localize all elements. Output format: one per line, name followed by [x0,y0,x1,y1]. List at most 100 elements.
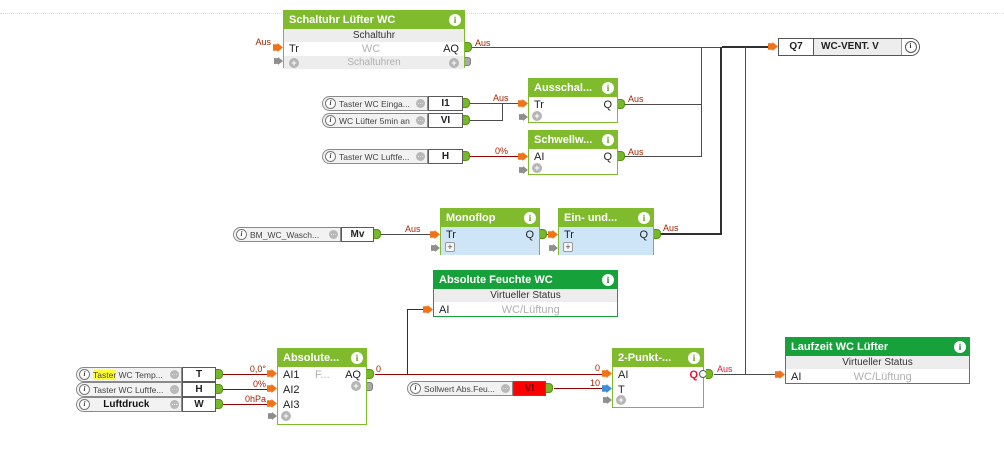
expand-pins-icon[interactable]: + [616,395,626,405]
output-connector[interactable] [618,99,625,109]
input-ref-pin[interactable]: VI [428,113,463,128]
output-connector[interactable] [463,98,470,108]
collapsed-input-connector[interactable] [268,412,277,420]
input-ref-sollwert-abs-feuchte[interactable]: i Sollwert Abs.Feu... … [407,381,513,396]
pin-ai[interactable]: AI [534,151,545,163]
output-connector[interactable] [216,369,223,379]
pin-ai2[interactable]: AI2 [283,383,300,396]
pin-ai1[interactable]: AI1 [283,368,300,381]
input-ref-taster-wc-luftfeuchte-2[interactable]: i Taster WC Luftfe... … [76,382,182,397]
ellipsis-icon[interactable]: … [501,384,510,393]
input-connector[interactable] [768,42,778,51]
output-connector[interactable] [374,229,381,239]
wire[interactable] [714,374,775,375]
input-connector[interactable] [775,370,785,379]
wire[interactable] [381,234,430,235]
expand-pins-icon[interactable]: + [532,163,542,173]
input-ref-bm-wc-wasch[interactable]: i BM_WC_Wasch... … [233,227,341,242]
block-2-punkt-regler[interactable]: 2-Punkt-... i AI Q T [612,348,704,408]
pin-q-active[interactable]: Q [689,368,698,381]
block-ausschaltverzoegerung[interactable]: Ausschal... i Tr Q [528,78,618,123]
input-ref-luftdruck[interactable]: i Luftdruck … [76,397,182,412]
pin-tr[interactable]: Tr [446,229,456,241]
input-ref-taster-wc-eingang[interactable]: i Taster WC Einga... … [322,96,428,111]
block-ein-und-ausschaltverzoegerung[interactable]: Ein- und... i Tr Q [558,208,654,255]
output-connector[interactable] [463,151,470,161]
collapsed-input-connector[interactable] [549,244,558,252]
wire-analog[interactable] [407,309,408,375]
expand-pins-icon[interactable]: + [563,242,573,252]
pin-tr[interactable]: Tr [289,43,299,55]
info-icon[interactable]: i [524,212,536,224]
input-ref-taster-wc-temperatur[interactable]: i Taster WC Temp... … [76,367,182,382]
ellipsis-icon[interactable]: … [416,99,425,108]
collapsed-input-connector[interactable] [274,57,283,65]
ellipsis-icon[interactable]: … [170,370,179,379]
input-ref-pin[interactable]: I1 [428,96,463,111]
wire[interactable] [701,47,702,157]
ellipsis-icon[interactable]: … [170,400,179,409]
wire-analog[interactable] [223,389,267,390]
pin-ai3[interactable]: AI3 [283,398,300,411]
input-connector-selected[interactable] [602,384,612,393]
collapsed-output-connector[interactable] [465,57,471,66]
input-ref-pin[interactable]: H [428,149,463,164]
info-icon[interactable]: i [954,341,966,353]
output-connector[interactable] [216,384,223,394]
pin-q[interactable]: Q [603,99,612,111]
pin-aq[interactable]: AQ [443,43,459,55]
block-schaltuhr-luefter-wc[interactable]: Schaltuhr Lüfter WC i Schaltuhr Tr WC AQ… [283,10,465,69]
block-absolute-feuchte-wc-status[interactable]: Absolute Feuchte WC i Virtueller Status … [433,270,618,317]
info-icon[interactable]: i [449,14,461,26]
output-connector[interactable] [654,229,661,239]
input-ref-wc-luefter-5min[interactable]: i WC Lüfter 5min an … [322,113,428,128]
collapsed-input-connector[interactable] [519,166,528,174]
expand-outputs-icon[interactable]: + [351,381,361,391]
input-ref-pin[interactable]: H [182,382,216,397]
pin-ai[interactable]: AI [791,370,802,383]
input-connector[interactable] [267,369,277,378]
input-connector[interactable] [273,43,283,52]
input-connector[interactable] [548,230,558,239]
pin-tr[interactable]: Tr [534,99,544,111]
pin-tr[interactable]: Tr [564,229,574,241]
expand-inputs-icon[interactable]: + [289,57,299,68]
output-connector[interactable] [463,115,470,125]
input-connector[interactable] [518,99,528,108]
wire-analog[interactable] [470,156,518,157]
wire[interactable] [502,103,503,121]
output-connector[interactable] [540,229,547,239]
output-connector[interactable] [367,369,374,379]
info-icon[interactable]: i [602,274,614,286]
input-ref-pin[interactable]: W [182,397,216,412]
input-connector[interactable] [267,384,277,393]
output-connector[interactable] [618,151,625,161]
wire[interactable] [470,47,768,48]
output-q7-wc-vent[interactable]: Q7 WC-VENT. V i [778,38,920,56]
collapsed-input-connector[interactable] [519,113,528,121]
expand-inputs-icon[interactable]: + [281,411,291,421]
collapsed-input-connector[interactable] [603,396,612,404]
wire-analog[interactable] [554,388,602,389]
collapsed-input-connector[interactable] [431,244,440,252]
wire[interactable] [625,104,701,105]
ellipsis-icon[interactable]: … [416,116,425,125]
info-icon[interactable]: i [688,352,700,364]
info-icon[interactable]: i [602,134,614,146]
block-header[interactable]: Absolute Feuchte WC i [434,271,617,289]
wire[interactable] [625,156,701,157]
info-icon[interactable]: i [602,82,614,94]
wire-analog[interactable] [223,404,267,405]
pin-q[interactable]: Q [525,229,534,241]
wire[interactable] [745,47,746,375]
input-connector[interactable] [267,399,277,408]
block-header[interactable]: Monoflop i [441,209,539,227]
output-connector[interactable] [465,42,472,52]
input-ref-pin[interactable]: T [182,367,216,382]
pin-q[interactable]: Q [639,229,648,241]
block-header[interactable]: Schaltuhr Lüfter WC i [284,11,464,29]
block-header[interactable]: 2-Punkt-... i [613,349,703,367]
expand-pins-icon[interactable]: + [445,242,455,252]
output-connector[interactable] [216,399,223,409]
wire-analog[interactable] [375,374,602,375]
